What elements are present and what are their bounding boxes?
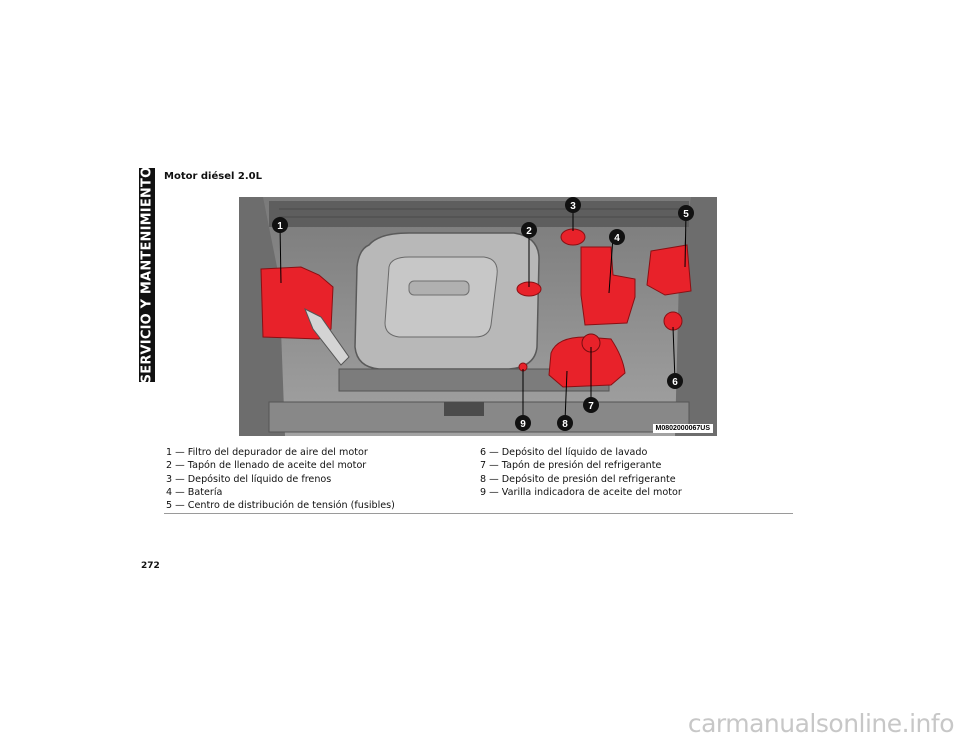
callout-7: 7 <box>583 397 599 413</box>
legend-item: 3 — Depósito del líquido de frenos <box>166 473 332 485</box>
page-number: 272 <box>141 561 160 571</box>
legend-item: 7 — Tapón de presión del refrigerante <box>480 460 662 472</box>
watermark[interactable]: carmanualsonline.info <box>687 709 955 738</box>
callout-2: 2 <box>521 222 537 238</box>
svg-text:4: 4 <box>614 233 620 244</box>
callout-1: 1 <box>272 217 288 233</box>
engine-bay-illustration: 1 2 3 4 5 6 7 8 9 <box>239 197 717 436</box>
svg-text:2: 2 <box>526 226 532 237</box>
svg-text:3: 3 <box>570 201 576 212</box>
figure-code: M0802000067US <box>652 424 713 433</box>
legend-left-column: 1 — Filtro del depurador de aire del mot… <box>166 446 395 512</box>
section-side-tab-label: SERVICIO Y MANTENIMIENTO <box>139 166 155 384</box>
callout-8: 8 <box>557 415 573 431</box>
svg-text:6: 6 <box>672 377 678 388</box>
svg-text:8: 8 <box>562 419 568 430</box>
legend-item: 5 — Centro de distribución de tensión (f… <box>166 500 395 512</box>
callout-5: 5 <box>678 205 694 221</box>
legend-item: 8 — Depósito de presión del refrigerante <box>480 473 676 485</box>
legend-item: 6 — Depósito del líquido de lavado <box>480 447 648 458</box>
callout-6: 6 <box>667 373 683 389</box>
svg-text:9: 9 <box>520 419 526 430</box>
engine-bay-figure: 1 2 3 4 5 6 7 8 9 M0802000067US <box>239 197 717 436</box>
callout-3: 3 <box>565 197 581 213</box>
legend-divider <box>164 513 793 514</box>
section-title: Motor diésel 2.0L <box>164 171 262 182</box>
legend-item: 1 — Filtro del depurador de aire del mot… <box>166 447 368 458</box>
legend-right-column: 6 — Depósito del líquido de lavado 7 — T… <box>480 446 682 499</box>
legend-item: 9 — Varilla indicadora de aceite del mot… <box>480 486 682 498</box>
legend-item: 4 — Batería <box>166 486 223 498</box>
svg-text:5: 5 <box>683 209 689 220</box>
svg-text:7: 7 <box>588 401 594 412</box>
callout-9: 9 <box>515 415 531 431</box>
callout-4: 4 <box>609 229 625 245</box>
legend-item: 2 — Tapón de llenado de aceite del motor <box>166 460 367 472</box>
svg-text:1: 1 <box>277 221 283 232</box>
section-side-tab: SERVICIO Y MANTENIMIENTO <box>139 166 155 384</box>
